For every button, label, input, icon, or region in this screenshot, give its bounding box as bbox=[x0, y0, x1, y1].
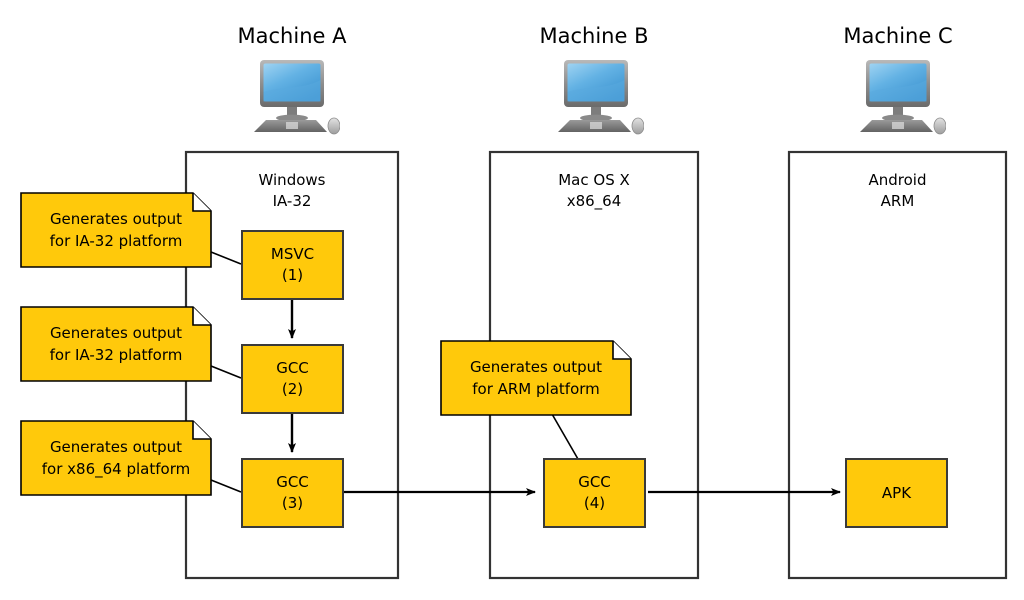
machine-b-os-line2: x86_64 bbox=[566, 192, 622, 210]
process-box-gcc-4[interactable]: GCC (4) bbox=[543, 458, 646, 528]
process-box-msvc-1[interactable]: MSVC (1) bbox=[241, 230, 344, 300]
note-x8664-gcc3: Generates output for x86_64 platform bbox=[20, 420, 212, 496]
machine-c-title: Machine C bbox=[843, 24, 953, 48]
machine-a-os-line2: IA-32 bbox=[272, 192, 312, 210]
leader-note-ia32-gcc2 bbox=[210, 365, 242, 379]
process-box-apk[interactable]: APK bbox=[845, 458, 948, 528]
machine-b-os-line1: Mac OS X bbox=[558, 171, 630, 189]
process-box-gcc-2-line1: GCC bbox=[276, 359, 309, 377]
machine-b-desktop-computer-icon bbox=[558, 60, 644, 135]
process-box-gcc-2[interactable]: GCC (2) bbox=[241, 344, 344, 414]
leader-note-x8664-gcc3 bbox=[210, 479, 242, 493]
machine-c-os-label: Android ARM bbox=[789, 170, 1006, 212]
machine-c-desktop-computer-icon bbox=[860, 60, 946, 135]
machine-b-title: Machine B bbox=[539, 24, 649, 48]
process-box-gcc-4-line1: GCC bbox=[578, 473, 611, 491]
machine-c-container bbox=[787, 150, 1008, 580]
leader-note-arm-gcc4 bbox=[551, 413, 583, 467]
machine-a-desktop-computer-icon bbox=[254, 60, 340, 135]
note-ia32-gcc2: Generates output for IA-32 platform bbox=[20, 306, 212, 382]
machine-a-title: Machine A bbox=[237, 24, 347, 48]
machine-c-os-line1: Android bbox=[868, 171, 927, 189]
note-arm-gcc4: Generates output for ARM platform bbox=[440, 340, 632, 416]
process-box-msvc-1-line2: (1) bbox=[281, 266, 304, 284]
process-box-gcc-3-line2: (3) bbox=[281, 494, 304, 512]
process-box-gcc-4-line2: (4) bbox=[583, 494, 606, 512]
process-box-gcc-2-line2: (2) bbox=[281, 380, 304, 398]
machine-c-os-line2: ARM bbox=[880, 192, 915, 210]
machine-a-os-line1: Windows bbox=[258, 171, 326, 189]
process-box-msvc-1-line1: MSVC bbox=[270, 245, 315, 263]
note-ia32-msvc: Generates output for IA-32 platform bbox=[20, 192, 212, 268]
process-box-gcc-3[interactable]: GCC (3) bbox=[241, 458, 344, 528]
machine-b-os-label: Mac OS X x86_64 bbox=[490, 170, 698, 212]
process-box-gcc-3-line1: GCC bbox=[276, 473, 309, 491]
machine-a-os-label: Windows IA-32 bbox=[186, 170, 398, 212]
process-box-apk-line1: APK bbox=[881, 483, 912, 502]
leader-note-ia32-msvc bbox=[210, 251, 242, 265]
